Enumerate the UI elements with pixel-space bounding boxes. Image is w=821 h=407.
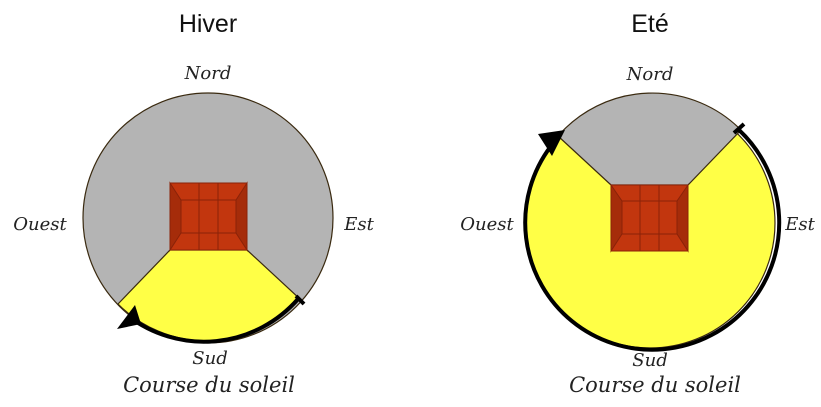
winter-house	[170, 183, 247, 250]
winter-south-label: Sud	[192, 348, 227, 369]
summer-title: Eté	[631, 10, 669, 38]
summer-north-label: Nord	[626, 64, 674, 85]
summer-west-label: Ouest	[460, 214, 514, 235]
winter-north-label: Nord	[184, 63, 232, 84]
summer-south-label: Sud	[632, 350, 667, 371]
winter-caption: Course du soleil	[123, 373, 295, 397]
winter-title: Hiver	[179, 10, 237, 38]
summer-east-label: Est	[784, 214, 815, 235]
summer-diagram: Eté Nord Sud Ouest Est Course du soleil	[460, 10, 815, 397]
winter-east-label: Est	[343, 214, 374, 235]
summer-house	[611, 185, 688, 251]
summer-caption: Course du soleil	[569, 373, 741, 397]
winter-diagram: Hiver Nord Sud Ouest Est Course du solei…	[13, 10, 374, 397]
winter-west-label: Ouest	[13, 214, 67, 235]
